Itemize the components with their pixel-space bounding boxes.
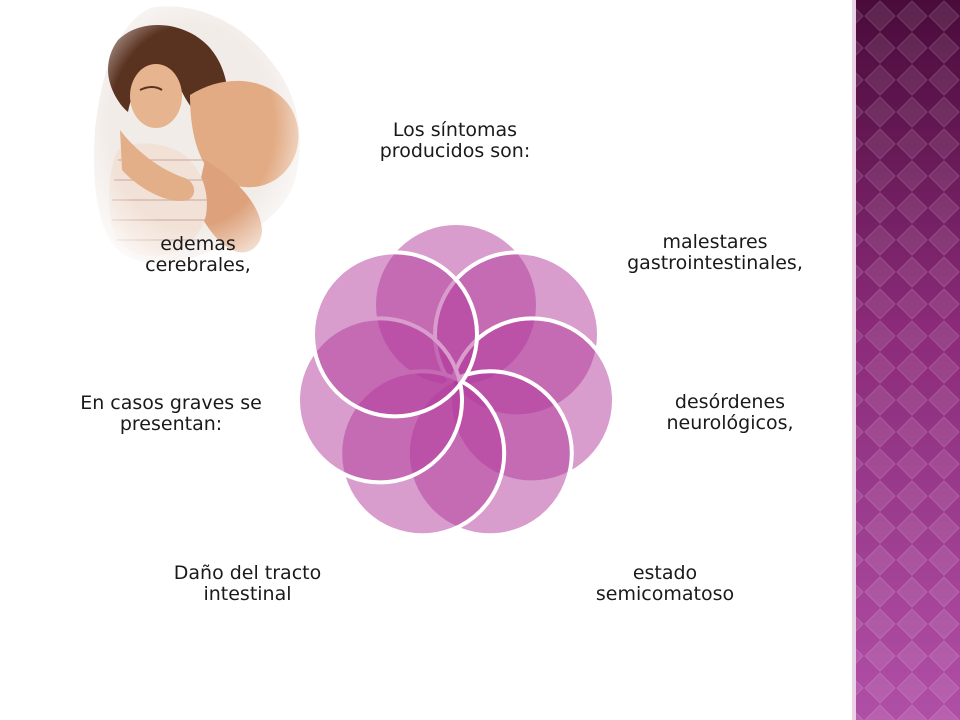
label-sintomas: Los síntomas producidos son: — [379, 119, 531, 162]
label-estado: estado semicomatoso — [595, 562, 735, 605]
petal-circle-7 — [311, 250, 479, 419]
label-malestares: malestares gastrointestinales, — [627, 231, 803, 274]
label-dano: Daño del tracto intestinal — [173, 562, 322, 605]
diamond-pattern-band-icon — [852, 0, 960, 720]
label-edemas: edemas cerebrales, — [145, 233, 251, 276]
label-casos-graves: En casos graves se presentan: — [80, 392, 262, 435]
cycle-diagram — [296, 221, 616, 538]
label-desordenes: desórdenes neurológicos, — [666, 391, 794, 434]
woman-photo-icon — [88, 0, 318, 280]
